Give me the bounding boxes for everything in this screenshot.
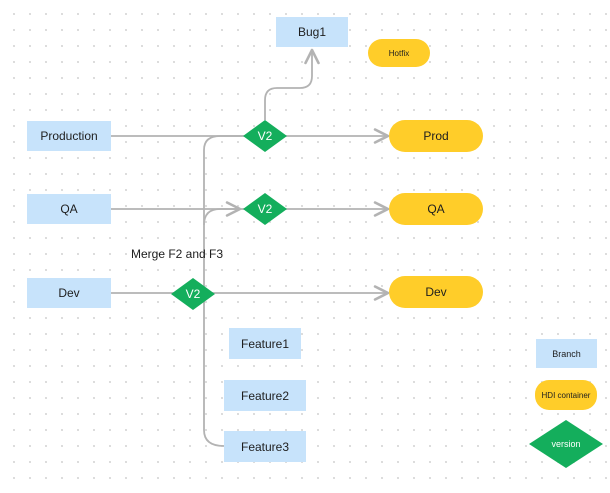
- legend-hdi-container[interactable]: HDI container: [535, 380, 597, 410]
- container-dev[interactable]: Dev: [389, 276, 483, 308]
- legend-version[interactable]: version: [529, 420, 603, 468]
- branch-dev[interactable]: Dev: [27, 278, 111, 308]
- version-label-production: V2: [257, 129, 273, 143]
- merge-annotation[interactable]: Merge F2 and F3: [131, 247, 224, 261]
- container-qa[interactable]: QA: [389, 193, 483, 225]
- version-diamond-production[interactable]: V2: [243, 120, 287, 152]
- version-label-dev: V2: [185, 287, 201, 301]
- version-label-qa: V2: [257, 202, 273, 216]
- hotfix-to-bug1-connector: [264, 48, 320, 120]
- feature-merge-connector: [203, 135, 243, 447]
- branch-bug1[interactable]: Bug1: [276, 17, 348, 47]
- legend-version-label: version: [551, 439, 581, 449]
- container-prod[interactable]: Prod: [389, 120, 483, 152]
- feature-to-qa-version-connector: [203, 201, 242, 226]
- branch-feature3[interactable]: Feature3: [224, 431, 306, 462]
- version-diamond-qa[interactable]: V2: [243, 193, 287, 225]
- container-hotfix[interactable]: Hotfix: [368, 39, 430, 67]
- legend-branch[interactable]: Branch: [536, 339, 597, 368]
- branch-qa[interactable]: QA: [27, 194, 111, 224]
- branch-feature2[interactable]: Feature2: [224, 380, 306, 411]
- version-diamond-dev[interactable]: V2: [171, 278, 215, 310]
- branch-feature1[interactable]: Feature1: [229, 328, 301, 359]
- branch-production[interactable]: Production: [27, 121, 111, 151]
